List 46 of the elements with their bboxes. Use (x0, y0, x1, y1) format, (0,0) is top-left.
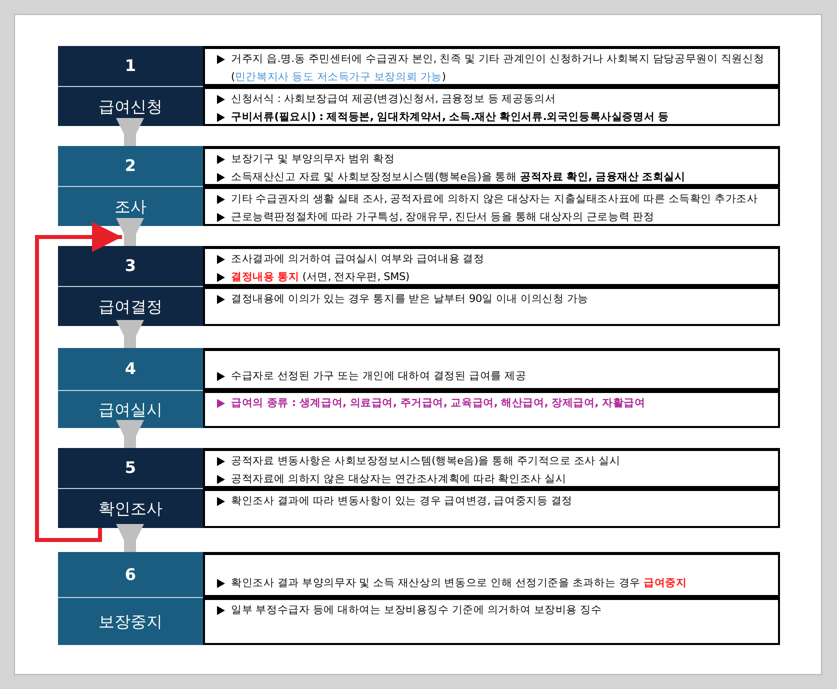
description-box (203, 448, 780, 488)
description-box (203, 286, 780, 326)
step-name-box: 급여결정 (58, 286, 203, 326)
description-box (203, 348, 780, 390)
bullet-text: 급여의 종류 : 생계급여, 의료급여, 주거급여, 교육급여, 해산급여, 장제급여, 자활급여 (231, 396, 646, 411)
block-arrow (116, 320, 144, 348)
step-name-box: 급여실시 (58, 390, 203, 428)
description-box (203, 46, 780, 86)
step-number-box: 5 (58, 448, 203, 488)
description-box (203, 597, 780, 645)
bullet-text: 조사결과에 의거하여 급여실시 여부와 급여내용 결정 (231, 252, 484, 267)
block-arrow (116, 420, 144, 448)
bullet-text: 보장기구 및 부양의무자 범위 확정 (231, 152, 395, 167)
bullet-text: 일부 부정수급자 등에 대하여는 보장비용징수 기준에 의거하여 보장비용 징수 (231, 603, 602, 618)
block-arrow (116, 524, 144, 552)
step-number-box: 3 (58, 246, 203, 286)
step-name-box: 확인조사 (58, 488, 203, 528)
step-name-box: 조사 (58, 186, 203, 226)
bullet-text: 결정내용에 이의가 있는 경우 통지를 받은 날부터 90일 이내 이의신청 가능 (231, 292, 589, 307)
bullet-text: 수급자로 선정된 가구 또는 개인에 대하여 결정된 급여를 제공 (231, 369, 526, 384)
bullet-text: 확인조사 결과 부양의무자 및 소득 재산상의 변동으로 인해 선정기준을 초과하는 경우 급여중지 (231, 576, 687, 591)
block-arrow (116, 118, 144, 146)
bullet-text: 거주지 읍.명.동 주민센터에 수급권자 본인, 친족 및 기타 관계인이 신청하거나 사회복지 담당공무원이 직원신청(민간복지사 등도 저소득가구 보장의뢰 가능) (231, 52, 766, 85)
bullet-text: 결정내용 통지 (서면, 전자우편, SMS) (231, 270, 410, 285)
step-name-box: 급여신청 (58, 86, 203, 126)
bullet-text: 구비서류(필요시) : 제적등본, 임대차계약서, 소득.재산 확인서류.외국인등록사실증명서 등 (231, 110, 669, 125)
bullet-text: 신청서식 : 사회보장급여 제공(변경)신청서, 금융정보 등 제공동의서 (231, 92, 556, 107)
description-box (203, 186, 780, 226)
block-arrow (116, 218, 144, 246)
bullet-text: 근로능력판정절차에 따라 가구특성, 장애유무, 진단서 등을 통해 대상자의 근로능력 판정 (231, 210, 654, 225)
bullet-text: 공적자료에 의하지 않은 대상자는 연간조사계획에 따라 확인조사 실시 (231, 472, 566, 487)
description-box (203, 86, 780, 126)
bullet-text: 기타 수급권자의 생활 실태 조사, 공적자료에 의하지 않은 대상자는 지출실태조사표에 따른 소득확인 추가조사 (231, 192, 758, 207)
step-number-box: 4 (58, 348, 203, 390)
bullet-text: 공적자료 변동사항은 사회보장정보시스템(행복e음)을 통해 주기적으로 조사 실시 (231, 454, 620, 469)
bullet-text: 확인조사 결과에 따라 변동사항이 있는 경우 급여변경, 급여중지등 결정 (231, 494, 572, 509)
step-name-box: 보장중지 (58, 597, 203, 645)
description-box (203, 488, 780, 528)
step-number-box: 6 (58, 552, 203, 597)
description-box (203, 390, 780, 428)
description-box (203, 246, 780, 286)
bullet-text: 소득재산신고 자료 및 사회보장정보시스템(행복e음)을 통해 공적자료 확인, 금융재산 조회실시 (231, 170, 686, 185)
description-box (203, 552, 780, 597)
step-number-box: 1 (58, 46, 203, 86)
step-number-box: 2 (58, 146, 203, 186)
description-box (203, 146, 780, 186)
